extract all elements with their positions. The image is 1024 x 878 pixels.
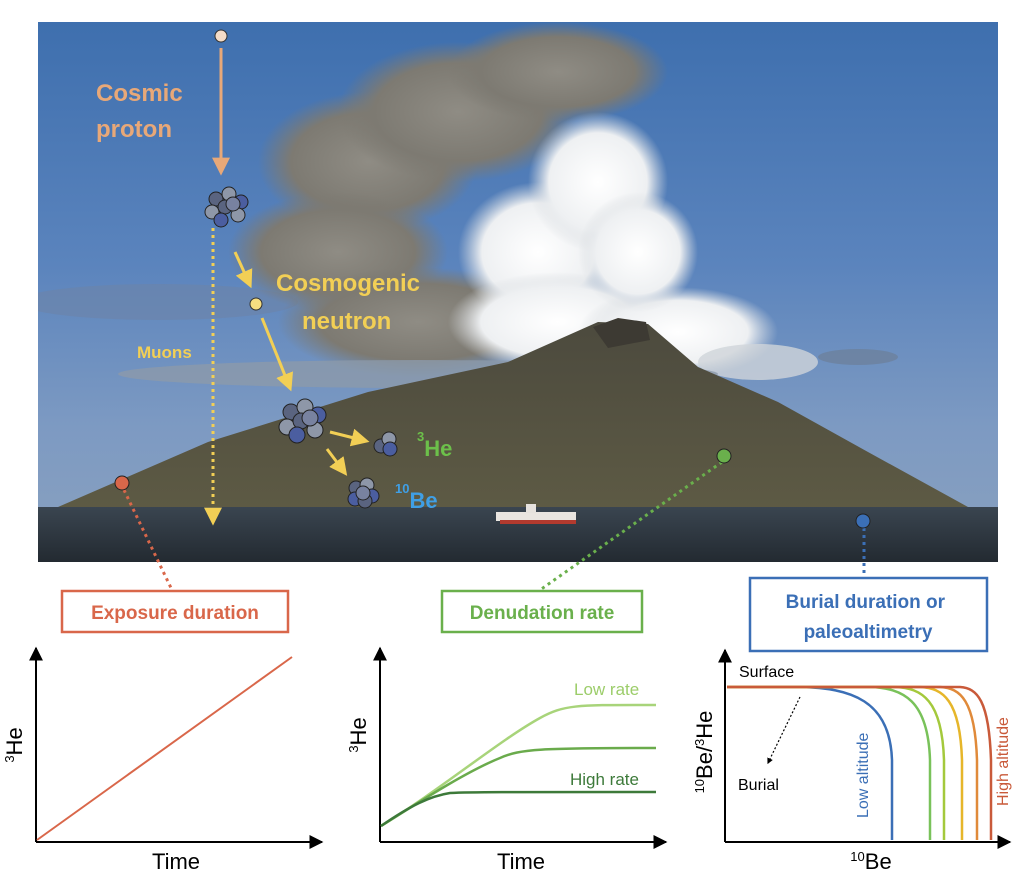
volcano-photo bbox=[38, 22, 998, 562]
plot3-ylabel: 10Be/3He bbox=[692, 711, 717, 794]
plot3-xlabel: 10Be bbox=[850, 849, 891, 874]
nucleus-icon bbox=[204, 186, 249, 228]
plot2-curve-mid-rate bbox=[380, 746, 657, 828]
plot1-ylabel: 3He bbox=[2, 727, 27, 762]
plot2-high-rate-label: High rate bbox=[570, 770, 639, 789]
burial-box-line1: Burial duration or bbox=[786, 592, 946, 613]
proton-label-line1: Cosmic bbox=[96, 80, 183, 107]
plot1-xlabel: Time bbox=[152, 849, 200, 874]
exposure-box-label: Exposure duration bbox=[91, 603, 259, 624]
neutron-arrow-2 bbox=[260, 317, 294, 392]
denudation-site-dot bbox=[716, 448, 732, 464]
plot3-high-altitude-label: High altitude bbox=[995, 717, 1012, 806]
burial-box bbox=[748, 576, 989, 653]
plot1-curve bbox=[36, 656, 293, 841]
neutron-label-line2: neutron bbox=[302, 308, 391, 335]
denudation-box bbox=[440, 589, 644, 634]
proton-label-line2: proton bbox=[96, 116, 172, 143]
plot3-curve-2 bbox=[727, 685, 932, 840]
exposure-box bbox=[60, 589, 290, 634]
plot3-curve-5 bbox=[727, 685, 979, 840]
muons-label: Muons bbox=[137, 343, 192, 362]
proton-particle bbox=[214, 29, 228, 43]
plot3-curve-6 bbox=[727, 685, 993, 840]
exposure-leader bbox=[122, 489, 174, 591]
plot2-curve-high-rate bbox=[380, 790, 657, 828]
plot3-curve-4 bbox=[727, 685, 964, 840]
plot3-surface-label: Surface bbox=[739, 664, 794, 681]
svg-text:Burial duration or paleoal: Burial duration or paleoaltimetry bbox=[786, 592, 951, 643]
he3-label: 3He bbox=[417, 429, 452, 461]
plot3-burial-label: Burial bbox=[738, 777, 779, 794]
plot-burial: Surface Burial Low altitude High altitud… bbox=[692, 648, 1012, 874]
plot3-curves bbox=[727, 685, 993, 840]
target-nucleus-icon bbox=[278, 398, 327, 444]
be10-arrow bbox=[325, 448, 348, 476]
exposure-site-dot bbox=[114, 475, 130, 491]
neutron-arrow-1 bbox=[233, 251, 253, 289]
plot-denudation: Low rate High rate Time 3He bbox=[346, 646, 668, 874]
neutron-particle bbox=[249, 297, 263, 311]
plot3-burial-arrow bbox=[767, 696, 801, 765]
he3-nucleus-icon bbox=[373, 431, 398, 457]
neutron-label-line1: Cosmogenic bbox=[276, 270, 420, 297]
plot2-curve-low-rate bbox=[380, 703, 657, 828]
svg-text:Cosmogenic neutron: Cosmogenic neutron bbox=[276, 270, 427, 335]
he3-arrow bbox=[329, 428, 370, 447]
denudation-box-label: Denudation rate bbox=[470, 603, 615, 624]
burial-box-line2: paleoaltimetry bbox=[804, 622, 933, 643]
be10-label: 10Be bbox=[395, 481, 438, 513]
denudation-leader bbox=[539, 460, 723, 592]
be10-nucleus-icon bbox=[347, 477, 380, 509]
plot2-xlabel: Time bbox=[497, 849, 545, 874]
plot2-low-rate-label: Low rate bbox=[574, 680, 639, 699]
plot3-curve-3 bbox=[727, 685, 946, 840]
plot3-low-altitude-label: Low altitude bbox=[855, 733, 872, 818]
burial-site-dot bbox=[855, 513, 871, 529]
plot2-ylabel: 3He bbox=[346, 717, 371, 752]
svg-text:Cosmic proton: Cosmic proton bbox=[96, 80, 189, 143]
plot-exposure: Time 3He bbox=[2, 646, 324, 874]
